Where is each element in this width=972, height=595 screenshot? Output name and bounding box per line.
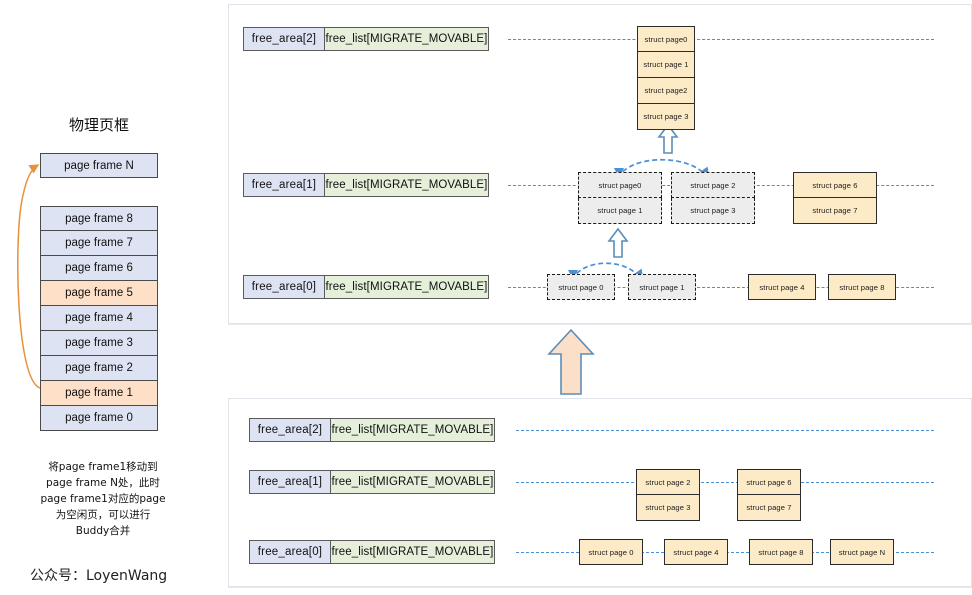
merge-arrow-row0-to-row1-icon: [607, 227, 629, 258]
page-frame-page-frame-1: page frame 1: [40, 381, 158, 406]
struct-page-cell: struct page 4: [664, 539, 728, 565]
struct-page-cell: struct page 1: [628, 274, 696, 300]
transition-up-arrow-icon: [547, 328, 595, 395]
struct-page-cell: struct page 2: [671, 172, 755, 198]
struct-page-cell: struct page 8: [749, 539, 813, 565]
physical-frames-title: 物理页框: [68, 116, 129, 134]
struct-page-cell: struct page 3: [671, 198, 755, 224]
struct-page-cell: struct page 7: [793, 198, 877, 224]
struct-page-cell: struct page2: [637, 78, 695, 104]
struct-page-cell: struct page 7: [737, 495, 801, 521]
free-area-row: free_area[0]free_list[MIGRATE_MOVABLE]: [243, 275, 489, 299]
page-frame-page-frame-2: page frame 2: [40, 356, 158, 381]
struct-page-node[interactable]: struct page 4: [664, 539, 728, 565]
struct-page-node[interactable]: struct page 8: [749, 539, 813, 565]
struct-page-cell: struct page 0: [579, 539, 643, 565]
author-signature: 公众号：LoyenWang: [30, 568, 168, 584]
struct-page-cell: struct page0: [637, 26, 695, 52]
page-frame-page-frame-7: page frame 7: [40, 231, 158, 256]
page-frame-page-frame-5: page frame 5: [40, 281, 158, 306]
caption-line: Buddy合并: [75, 525, 131, 537]
page-frame-n: page frame N: [40, 153, 158, 178]
free-area-row: free_area[0]free_list[MIGRATE_MOVABLE]: [249, 540, 495, 564]
explanation-caption: 将page frame1移动到 page frame N处，此时 page fram…: [18, 459, 188, 539]
free-area-row: free_area[2]free_list[MIGRATE_MOVABLE]: [249, 418, 495, 442]
page-frame-page-frame-8: page frame 8: [40, 206, 158, 231]
free-list-label[interactable]: free_list[MIGRATE_MOVABLE]: [325, 27, 489, 51]
caption-line: 为空闲页，可以进行: [55, 509, 151, 521]
free-list-label[interactable]: free_list[MIGRATE_MOVABLE]: [331, 470, 495, 494]
struct-page-cell: struct page 3: [637, 104, 695, 130]
connector-line-top-row2: [508, 39, 934, 40]
struct-page-node[interactable]: struct page 0: [579, 539, 643, 565]
connector-line-bottom-row1: [516, 482, 934, 483]
free-area-label[interactable]: free_area[1]: [249, 470, 331, 494]
struct-page-node[interactable]: struct page 1: [628, 274, 696, 300]
connector-line-top-row0: [508, 287, 934, 288]
free-area-label[interactable]: free_area[0]: [249, 540, 331, 564]
free-area-label[interactable]: free_area[0]: [243, 275, 325, 299]
page-frame-page-frame-6: page frame 6: [40, 256, 158, 281]
struct-page-cell: struct page 1: [578, 198, 662, 224]
page-frame-page-frame-4: page frame 4: [40, 306, 158, 331]
page-frame-page-frame-3: page frame 3: [40, 331, 158, 356]
struct-page-cell: struct page 6: [793, 172, 877, 198]
free-list-label[interactable]: free_list[MIGRATE_MOVABLE]: [325, 275, 489, 299]
caption-line: 将page frame1移动到: [48, 461, 158, 473]
free-area-label[interactable]: free_area[2]: [243, 27, 325, 51]
free-area-label[interactable]: free_area[1]: [243, 173, 325, 197]
struct-page-cell: struct page 8: [828, 274, 896, 300]
after-migration-panel: [228, 4, 972, 324]
page-frame-page-frame-0: page frame 0: [40, 406, 158, 431]
struct-page-node[interactable]: struct page 4: [748, 274, 816, 300]
struct-page-cell: struct page 0: [547, 274, 615, 300]
struct-page-cell: struct page 4: [748, 274, 816, 300]
struct-page-cell: struct page0: [578, 172, 662, 198]
struct-page-cell: struct page 1: [637, 52, 695, 78]
caption-line: page frame1对应的page: [40, 493, 166, 505]
caption-line: page frame N处，此时: [46, 477, 160, 489]
free-area-label[interactable]: free_area[2]: [249, 418, 331, 442]
struct-page-cell: struct page 6: [737, 469, 801, 495]
free-list-label[interactable]: free_list[MIGRATE_MOVABLE]: [331, 418, 495, 442]
connector-line-bottom-row2: [516, 430, 934, 431]
merge-arrow-row1-to-row2-icon: [657, 123, 679, 154]
free-list-label[interactable]: free_list[MIGRATE_MOVABLE]: [331, 540, 495, 564]
struct-page-node[interactable]: struct page 0: [547, 274, 615, 300]
free-list-label[interactable]: free_list[MIGRATE_MOVABLE]: [325, 173, 489, 197]
struct-page-node[interactable]: struct page N: [830, 539, 894, 565]
struct-page-node[interactable]: struct page 8: [828, 274, 896, 300]
free-area-row: free_area[1]free_list[MIGRATE_MOVABLE]: [243, 173, 489, 197]
struct-page-cell: struct page 3: [636, 495, 700, 521]
free-area-row: free_area[2]free_list[MIGRATE_MOVABLE]: [243, 27, 489, 51]
struct-page-cell: struct page N: [830, 539, 894, 565]
free-area-row: free_area[1]free_list[MIGRATE_MOVABLE]: [249, 470, 495, 494]
struct-page-cell: struct page 2: [636, 469, 700, 495]
